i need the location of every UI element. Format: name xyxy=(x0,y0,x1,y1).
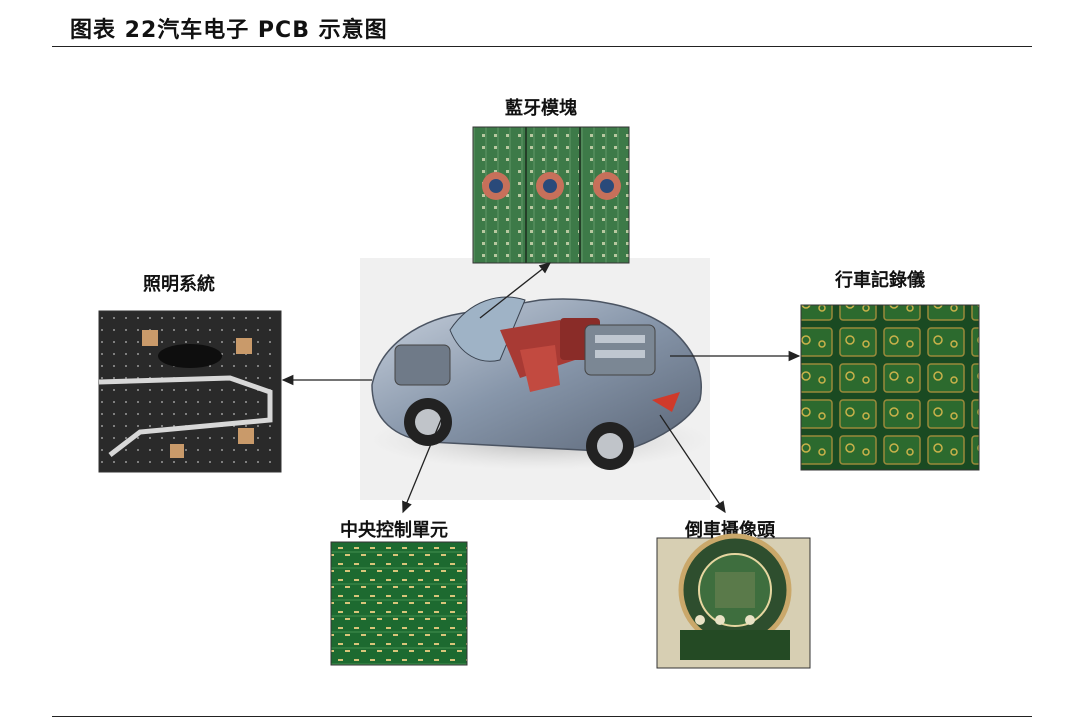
ecu-pcb xyxy=(331,542,467,665)
lighting-system-pcb xyxy=(99,311,281,472)
reverse-camera-pcb xyxy=(657,536,810,668)
bluetooth-module-pcb xyxy=(473,127,629,263)
dashcam-pcb xyxy=(801,305,979,470)
